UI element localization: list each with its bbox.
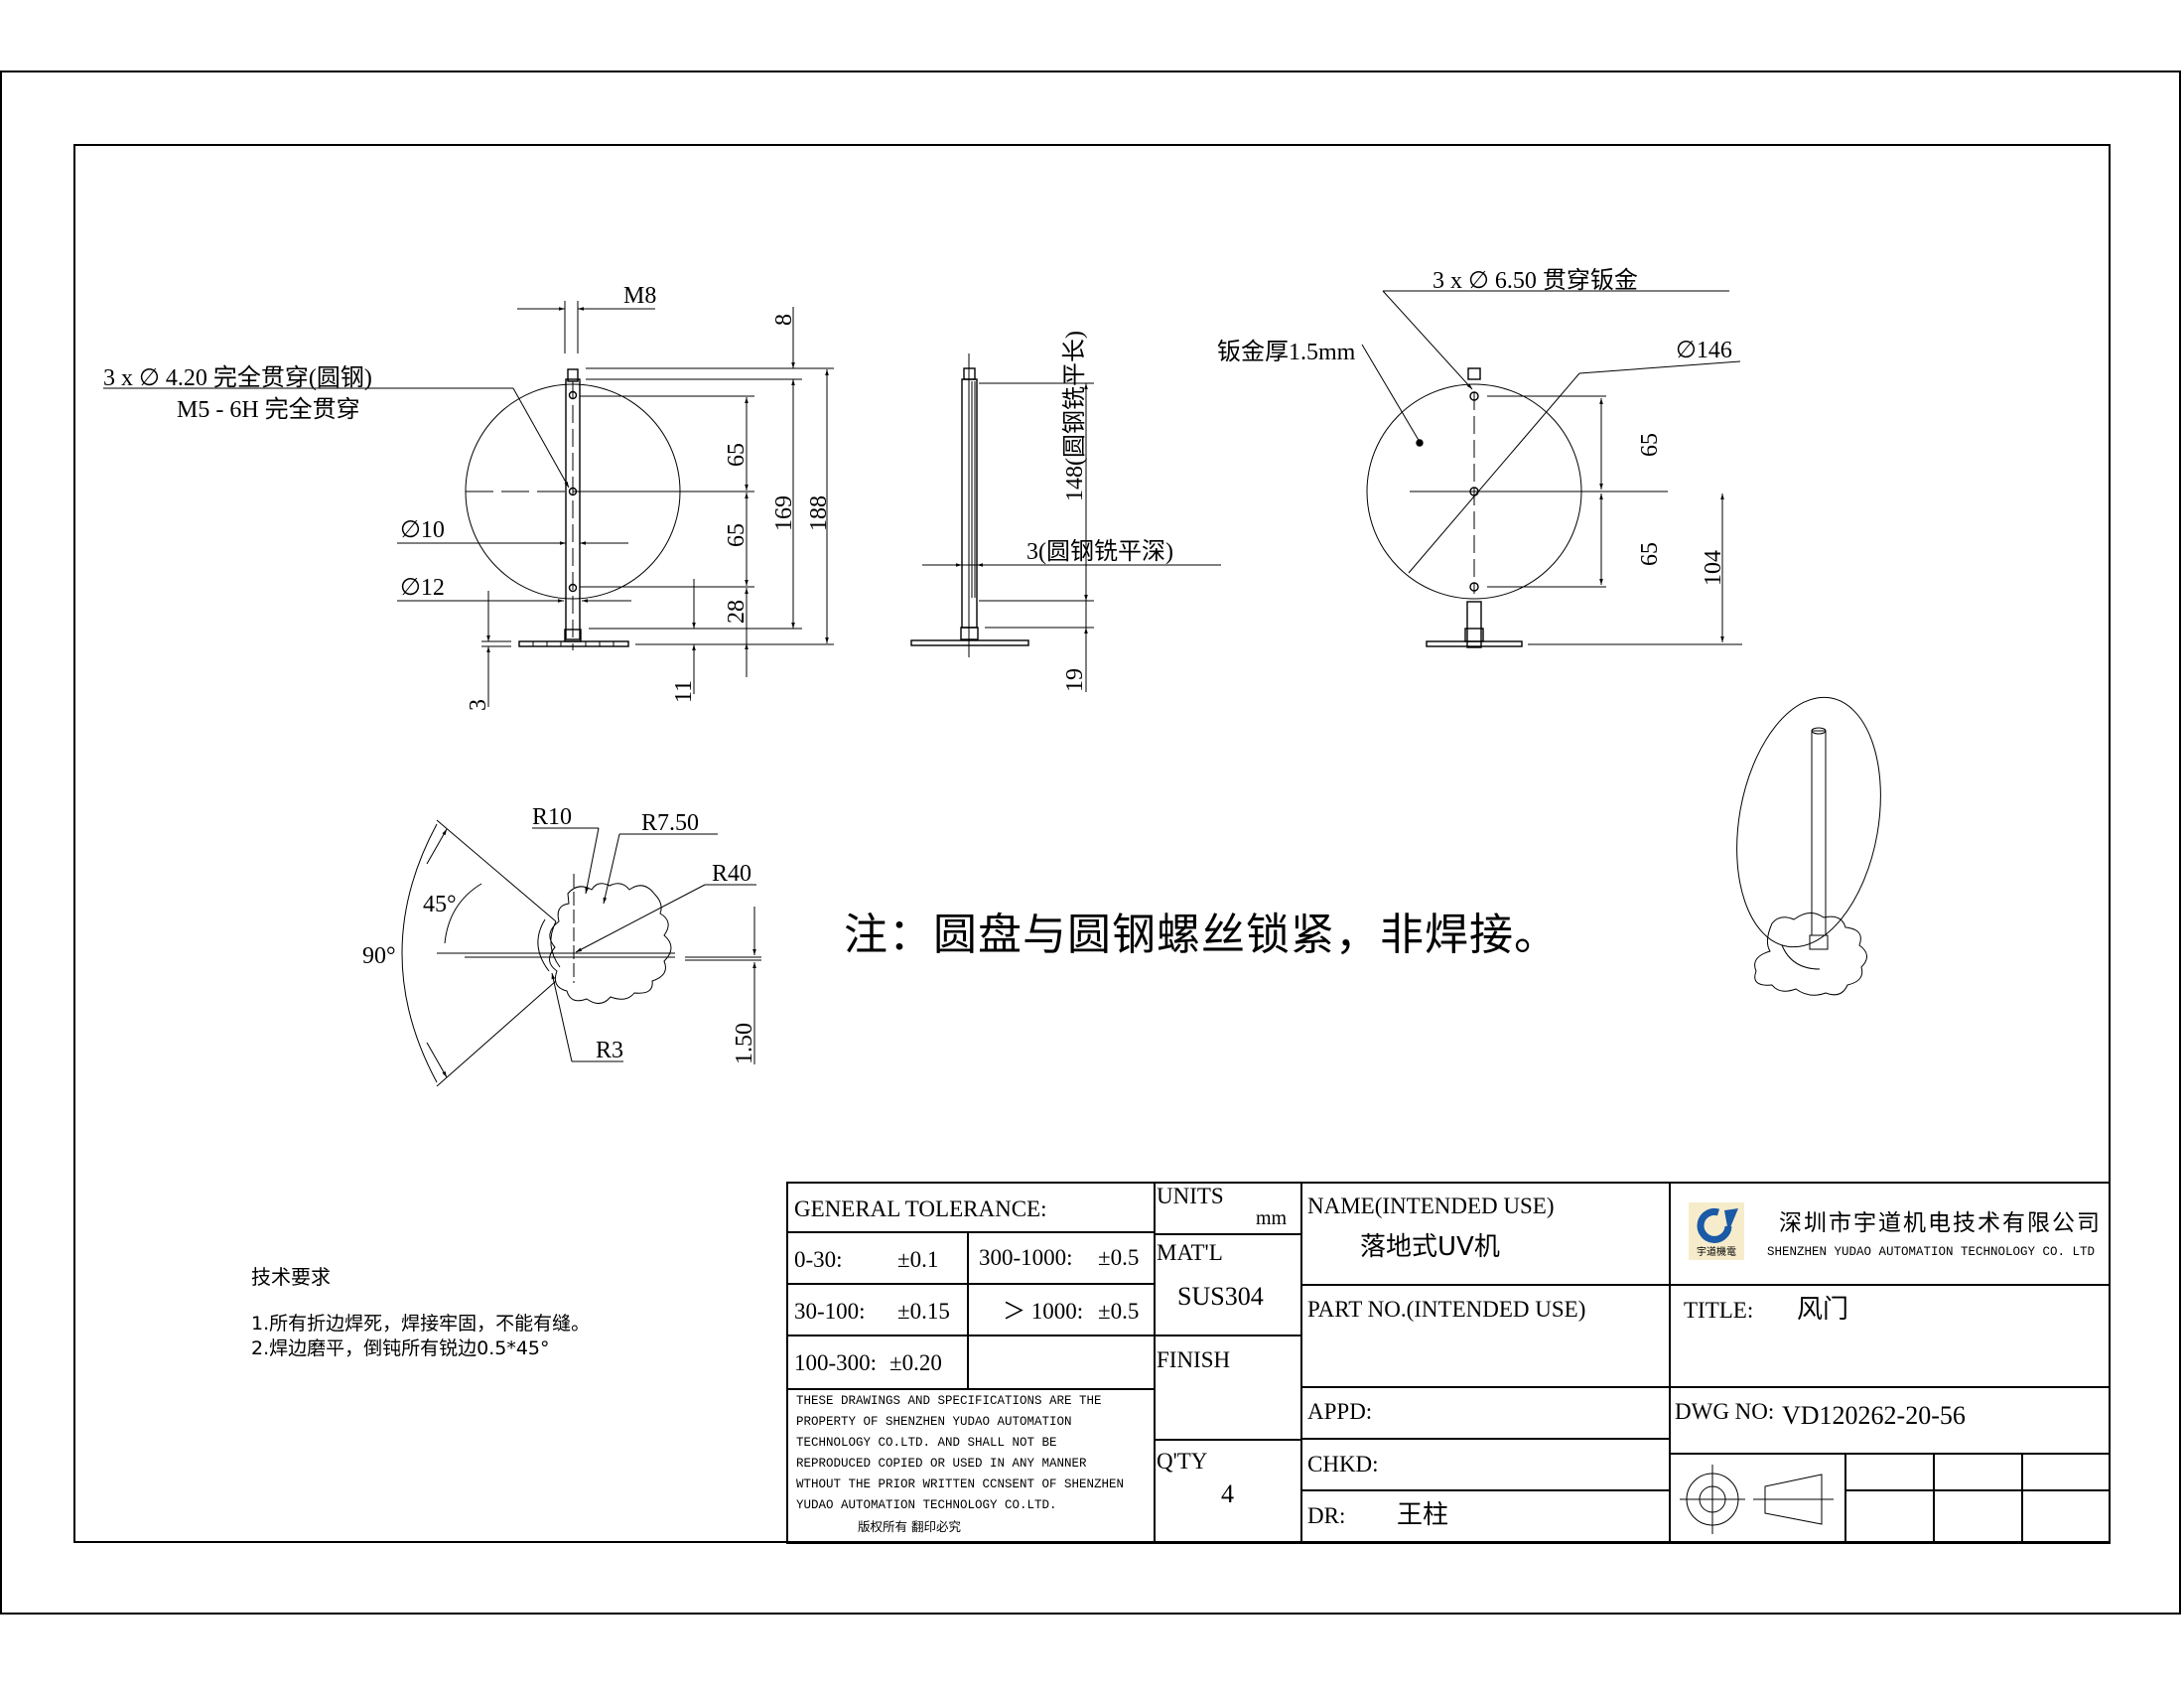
dim-11: 11 bbox=[671, 680, 697, 703]
finish-label: FINISH bbox=[1157, 1347, 1231, 1372]
tol-range-0: 0-30: bbox=[794, 1247, 843, 1272]
logo-text: 宇道機電 bbox=[1697, 1245, 1736, 1258]
tech-req-title: 技术要求 bbox=[251, 1265, 331, 1289]
r3-label: R3 bbox=[596, 1038, 623, 1063]
dwg-no-value: VD120262-20-56 bbox=[1782, 1401, 1966, 1430]
tol-value-2: ±0.20 bbox=[889, 1350, 942, 1375]
r7-5-label: R7.50 bbox=[641, 810, 699, 836]
material-label: MAT'L bbox=[1157, 1240, 1223, 1265]
notice-line: YUDAO AUTOMATION TECHNOLOGY CO.LTD. bbox=[796, 1498, 1057, 1512]
name-value: 落地式UV机 bbox=[1360, 1232, 1500, 1262]
dim-65-right-lower: 65 bbox=[1637, 542, 1663, 566]
first-angle-projection-icon bbox=[1680, 1465, 1834, 1534]
dr-label: DR: bbox=[1307, 1503, 1346, 1528]
outer-border bbox=[0, 70, 2181, 1615]
dim-169: 169 bbox=[771, 495, 797, 531]
notice-line: TECHNOLOGY CO.LTD. AND SHALL NOT BE bbox=[796, 1436, 1057, 1450]
dr-value: 王柱 bbox=[1397, 1500, 1449, 1530]
base-view bbox=[401, 819, 761, 1087]
general-tolerance-label: GENERAL TOLERANCE: bbox=[794, 1196, 1047, 1221]
dim-3: 3 bbox=[466, 699, 491, 711]
title-block-grid bbox=[786, 1182, 2111, 1544]
tech-req-item-2: 2.焊边磨平，倒钝所有锐边0.5*45° bbox=[251, 1337, 550, 1359]
company-name-en: SHENZHEN YUDAO AUTOMATION TECHNOLOGY CO.… bbox=[1767, 1245, 2096, 1259]
angle-90-label: 90° bbox=[362, 943, 396, 969]
appd-label: APPD: bbox=[1307, 1399, 1373, 1424]
qty-label: Q'TY bbox=[1157, 1449, 1208, 1474]
tol-range-1: 30-100: bbox=[794, 1299, 866, 1324]
dim-3-milled: 3(圆钢铣平深) bbox=[1026, 538, 1173, 565]
chkd-label: CHKD: bbox=[1307, 1452, 1379, 1476]
dim-148-milled: 148(圆钢铣平长) bbox=[1061, 331, 1088, 501]
dim-104: 104 bbox=[1701, 550, 1726, 586]
tol-value-4: ±0.5 bbox=[1098, 1299, 1140, 1324]
part-no-label: PART NO.(INTENDED USE) bbox=[1307, 1297, 1586, 1322]
r40-label: R40 bbox=[712, 861, 751, 887]
notice-line: REPRODUCED COPIED OR USED IN ANY MANNER bbox=[796, 1457, 1087, 1471]
dia12-label: ∅12 bbox=[400, 575, 445, 601]
tech-req-item-1: 1.所有折边焊死，焊接牢固，不能有缝。 bbox=[251, 1313, 591, 1335]
units-label: UNITS bbox=[1157, 1184, 1224, 1208]
tol-value-3: ±0.5 bbox=[1098, 1245, 1140, 1270]
dim-188: 188 bbox=[806, 495, 832, 531]
qty-value: 4 bbox=[1221, 1479, 1234, 1508]
dim-19: 19 bbox=[1062, 668, 1088, 692]
sheet-thickness-label: 钣金厚1.5mm bbox=[1217, 339, 1356, 365]
notice-line: PROPERTY OF SHENZHEN YUDAO AUTOMATION bbox=[796, 1415, 1072, 1429]
name-label: NAME(INTENDED USE) bbox=[1307, 1194, 1555, 1218]
dim-65-right-upper: 65 bbox=[1637, 433, 1663, 457]
assembly-note: 注：圆盘与圆钢螺丝锁紧，非焊接。 bbox=[844, 910, 1559, 960]
dwg-no-label: DWG NO: bbox=[1675, 1399, 1775, 1424]
dim-28: 28 bbox=[724, 600, 750, 624]
company-logo: 宇道機電 bbox=[1689, 1202, 1744, 1260]
tol-range-4: ＞ 1000: bbox=[1003, 1299, 1084, 1324]
front-hole-callout: 3 x ∅ 4.20 完全贯穿(圆钢) bbox=[103, 364, 372, 391]
m8-label: M8 bbox=[623, 283, 656, 309]
tol-value-0: ±0.1 bbox=[897, 1247, 939, 1272]
notice-line: THESE DRAWINGS AND SPECIFICATIONS ARE TH… bbox=[796, 1394, 1102, 1408]
r10-label: R10 bbox=[532, 804, 572, 830]
angle-45-label: 45° bbox=[423, 892, 457, 917]
dim-1-50: 1.50 bbox=[732, 1023, 757, 1064]
company-name-cn: 深圳市宇道机电技术有限公司 bbox=[1779, 1210, 2102, 1236]
material-value: SUS304 bbox=[1177, 1282, 1264, 1311]
ownership-notice: THESE DRAWINGS AND SPECIFICATIONS ARE TH… bbox=[796, 1391, 1124, 1537]
front-thread-callout: M5 - 6H 完全贯穿 bbox=[177, 396, 360, 423]
copyright-line: 版权所有 翻印必究 bbox=[858, 1519, 961, 1534]
logo-icon: 宇道機電 bbox=[1697, 1207, 1738, 1258]
front-view bbox=[103, 301, 834, 707]
dim-65-lower: 65 bbox=[724, 523, 750, 547]
tol-range-2: 100-300: bbox=[794, 1350, 878, 1375]
tol-value-1: ±0.15 bbox=[897, 1299, 950, 1324]
dia10-label: ∅10 bbox=[400, 517, 445, 543]
tol-range-3: 300-1000: bbox=[979, 1245, 1073, 1270]
notice-line: WTHOUT THE PRIOR WRITTEN CCNSENT OF SHEN… bbox=[796, 1477, 1125, 1491]
right-hole-callout: 3 x ∅ 6.50 贯穿钣金 bbox=[1433, 267, 1638, 294]
dim-65-upper: 65 bbox=[724, 443, 750, 467]
right-view bbox=[1361, 290, 1742, 648]
title-value: 风门 bbox=[1797, 1295, 1849, 1325]
units-value: mm bbox=[1256, 1207, 1288, 1229]
title-label: TITLE: bbox=[1684, 1298, 1754, 1323]
dim-8: 8 bbox=[771, 314, 797, 326]
dia146-label: ∅146 bbox=[1676, 338, 1732, 363]
isometric-view bbox=[1736, 696, 1881, 996]
side-view bbox=[910, 353, 1221, 692]
